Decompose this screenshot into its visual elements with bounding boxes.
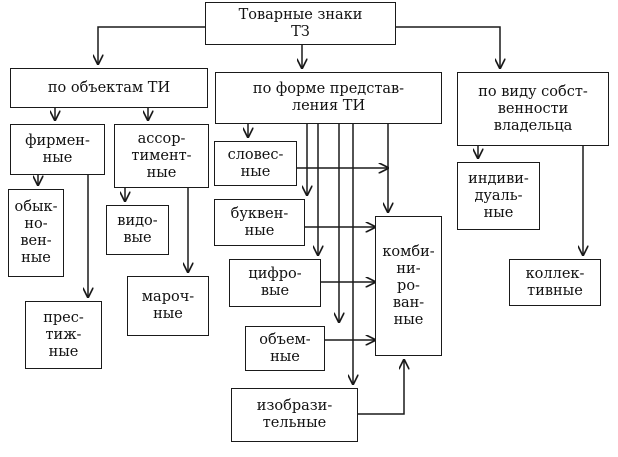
node-assortment: ассор- тимент- ные	[114, 124, 209, 188]
node-pictorial-label: изобрази- тельные	[256, 398, 333, 431]
node-collective-label: коллек- тивные	[525, 265, 585, 299]
node-combined-label: комби- ни- ро- ван- ные	[382, 243, 435, 328]
category-by-form-label: по форме представ- ления ТИ	[252, 81, 405, 114]
node-volumetric-label: объем- ные	[259, 331, 311, 365]
node-species: видо- вые	[106, 205, 169, 255]
node-verbal-label: словес- ные	[227, 146, 284, 180]
node-verbal: словес- ные	[214, 141, 297, 186]
node-brand-label: мароч- ные	[141, 289, 195, 322]
node-letter-label: буквен- ные	[230, 205, 289, 239]
root-node-trademarks: Товарные знаки ТЗ	[205, 2, 396, 45]
node-corporate: фирмен- ные	[10, 124, 105, 175]
category-by-ownership: по виду собст- венности владельца	[457, 72, 609, 146]
node-corporate-label: фирмен- ные	[25, 132, 90, 166]
node-collective: коллек- тивные	[509, 259, 601, 306]
node-digital-label: цифро- вые	[248, 266, 302, 299]
category-by-form: по форме представ- ления ТИ	[215, 72, 442, 124]
node-letter: буквен- ные	[214, 199, 305, 246]
node-ordinary-label: обык- но- вен- ные	[14, 199, 58, 266]
node-assortment-label: ассор- тимент- ные	[131, 130, 192, 181]
node-prestige: прес- тиж- ные	[25, 301, 102, 369]
category-by-objects: по объектам ТИ	[10, 68, 208, 108]
arrow-root-to-ownership	[396, 26, 500, 68]
category-by-objects-label: по объектам ТИ	[47, 79, 171, 96]
node-brand: мароч- ные	[127, 276, 209, 336]
node-ordinary: обык- но- вен- ные	[8, 189, 64, 277]
node-prestige-label: прес- тиж- ные	[43, 309, 84, 360]
node-individual: индиви- дуаль- ные	[457, 162, 540, 230]
node-pictorial: изобрази- тельные	[231, 388, 358, 442]
arrow-pictorial-to-combined	[358, 360, 404, 415]
node-individual-label: индиви- дуаль- ные	[468, 170, 529, 221]
node-digital: цифро- вые	[229, 259, 321, 307]
arrow-root-to-objects	[98, 26, 205, 64]
node-species-label: видо- вые	[117, 213, 158, 246]
node-volumetric: объем- ные	[245, 326, 325, 371]
node-combined: комби- ни- ро- ван- ные	[375, 216, 442, 356]
category-by-ownership-label: по виду собст- венности владельца	[478, 83, 588, 134]
root-label: Товарные знаки ТЗ	[238, 6, 363, 40]
